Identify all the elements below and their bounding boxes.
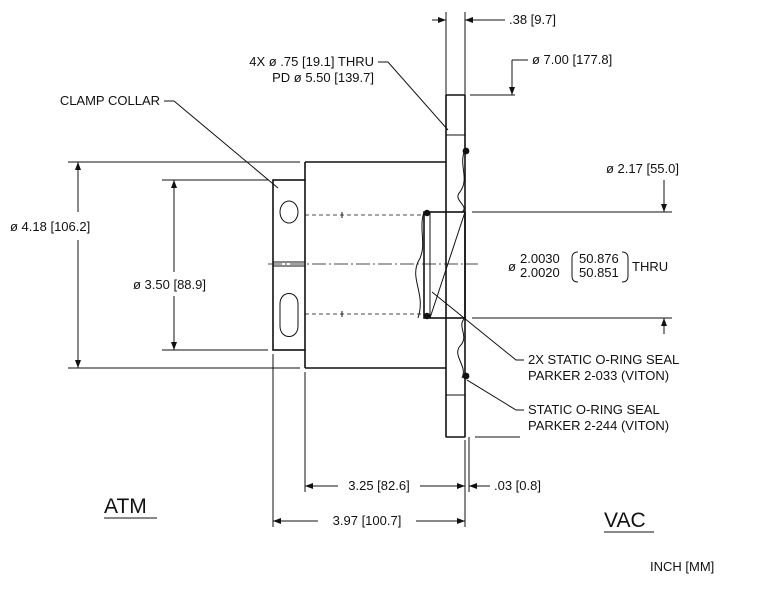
dimension-lines (68, 12, 672, 527)
collar-hole-bottom (279, 293, 299, 337)
label-length-step: .03 [0.8] (494, 478, 541, 493)
bore-insert (423, 211, 466, 319)
label-collar-od: ø 4.18 [106.2] (10, 219, 90, 234)
label-length-short: 3.25 [82.6] (348, 478, 409, 493)
label-seal-large-line2: PARKER 2-244 (VITON) (528, 418, 669, 433)
o-ring-large-bottom (462, 372, 470, 380)
clamp-collar (272, 179, 306, 351)
o-ring-small-bottom (423, 312, 431, 320)
label-top-thickness: .38 [9.7] (509, 12, 556, 27)
flange-outline (445, 94, 466, 438)
label-bore-in-lower: 2.0020 (520, 265, 560, 280)
body-outline (304, 161, 446, 369)
label-bore-suffix: THRU (632, 259, 668, 274)
label-collar-id: ø 3.50 [88.9] (133, 277, 206, 292)
label-seal-small-line2: PARKER 2-033 (VITON) (528, 368, 669, 383)
label-units: INCH [MM] (650, 559, 714, 574)
collar-hole-top (279, 200, 299, 224)
label-vac: VAC (604, 509, 646, 532)
label-length-total: 3.97 [100.7] (333, 513, 402, 528)
label-bolt-pitch: PD ø 5.50 [139.7] (272, 70, 374, 85)
part-geometry (272, 94, 470, 438)
dimension-labels: .38 [9.7] 4X ø .75 [19.1] THRU PD ø 5.50… (10, 12, 714, 574)
bore-breakout (457, 149, 466, 379)
flange-top-section (445, 94, 466, 136)
o-ring-large-top (462, 147, 470, 155)
label-bore-mm-upper: 50.876 (579, 251, 619, 266)
label-atm: ATM (104, 495, 147, 518)
o-ring-small-top (423, 209, 431, 217)
label-bore-prefix: ø (508, 259, 516, 274)
label-bolt-holes: 4X ø .75 [19.1] THRU (249, 54, 374, 69)
label-bore-in-upper: 2.0030 (520, 251, 560, 266)
label-bore-mm-lower: 50.851 (579, 265, 619, 280)
label-clamp-collar: CLAMP COLLAR (60, 93, 160, 108)
construction-lines (268, 212, 478, 317)
label-flange-od: ø 7.00 [177.8] (532, 52, 612, 67)
label-seal-large-line1: STATIC O-RING SEAL (528, 402, 660, 417)
flange-bottom-section (445, 394, 466, 438)
label-counterbore: ø 2.17 [55.0] (606, 161, 679, 176)
label-seal-small-line1: 2X STATIC O-RING SEAL (528, 352, 679, 367)
